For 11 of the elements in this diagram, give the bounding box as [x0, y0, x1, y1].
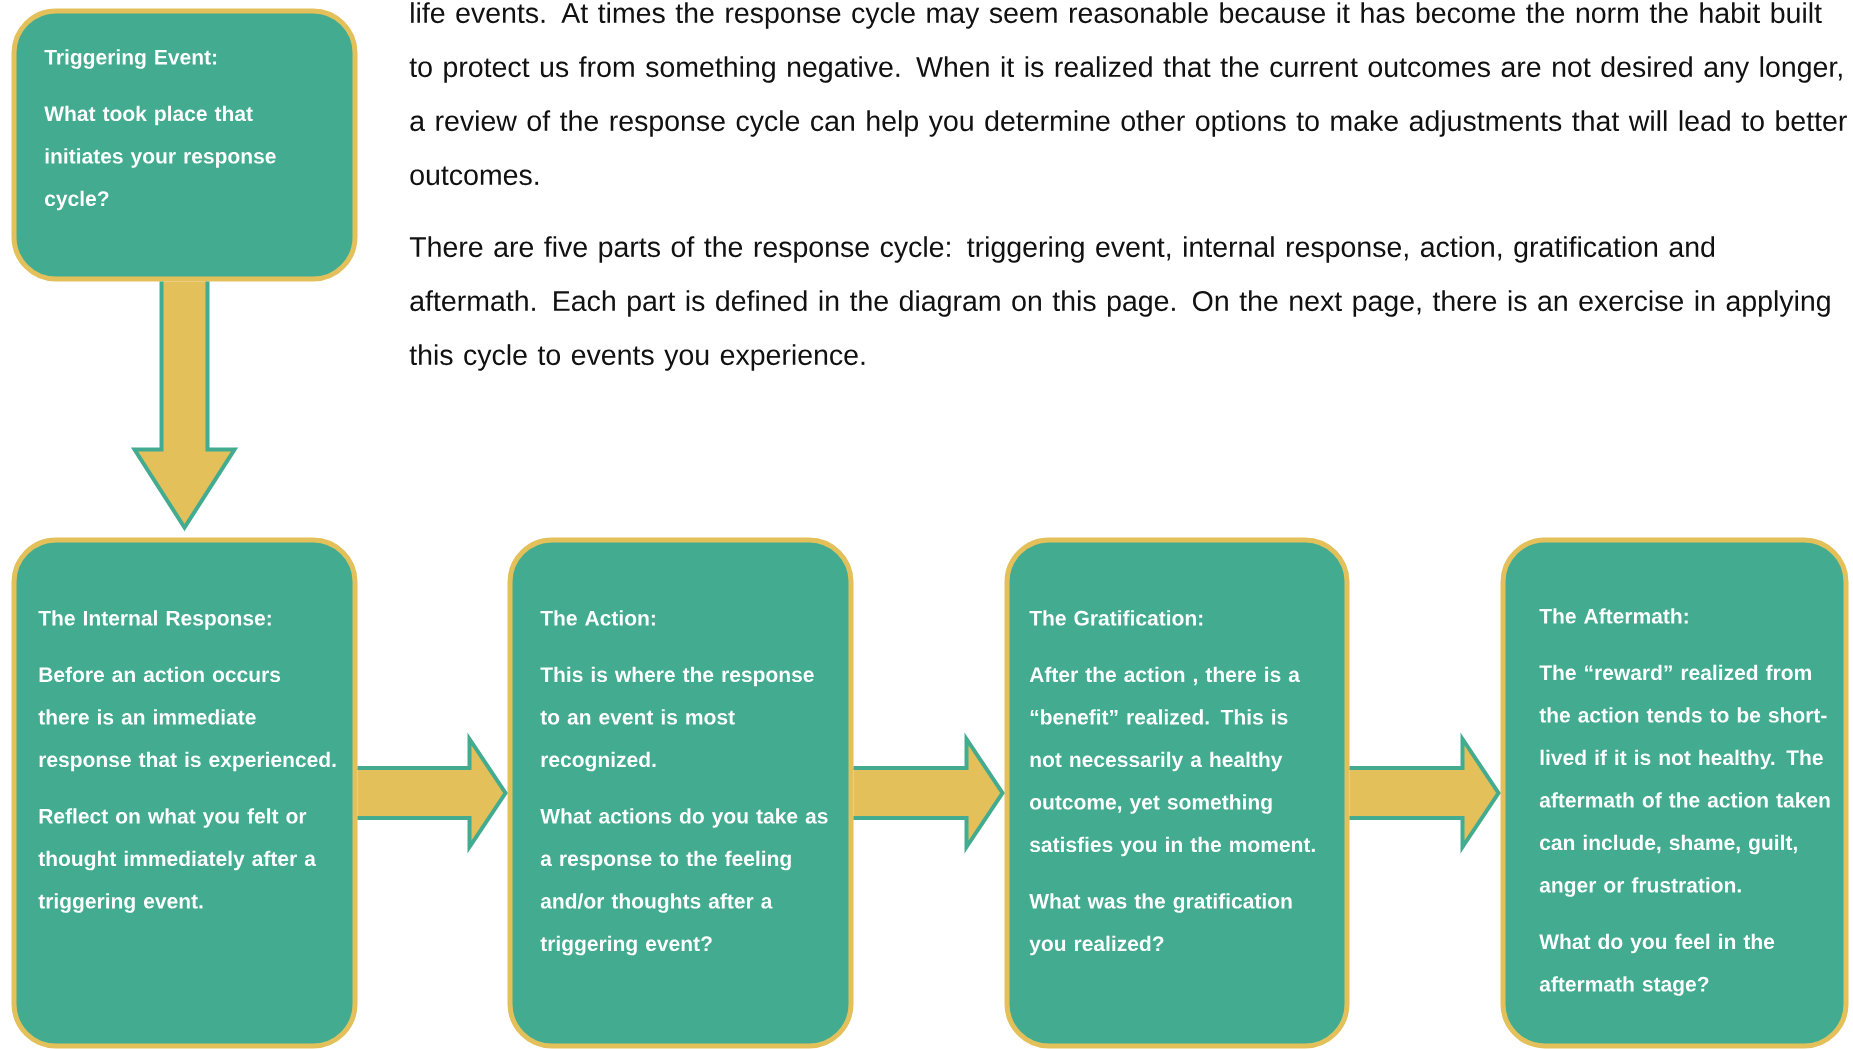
paragraph: life events. At times the response cycle may seem reasonable because it has become the norm the habit built to protect us from something negative. When it is realized that the current outcomes are not desired any longer, a review of the response cycle can help you determine other options to make adjustments that will lead to better outcomes. — [409, 2, 1847, 186]
block-arrow — [851, 732, 1005, 854]
paragraph: There are five parts of the response cycle: triggering event, internal response, action, gratification and aftermath. Each part is defined in the diagram on this page. On the next page, there is an exercise in applying this cycle to events you experience. — [409, 236, 1830, 371]
block-arrow — [130, 279, 239, 532]
block-arrow — [355, 732, 508, 854]
process-box: The Gratification: After the action , there is a “benefit” realized. This is not necessarily a healthy outcome, yet something satisfies you in the moment. What was the gratification you realized? — [1004, 537, 1350, 1049]
process-box: The Internal Response: Before an action occurs there is an immediate response that is experienced. Reflect on what you felt or thought immediately after a triggering event. — [11, 537, 358, 1049]
block-arrow — [1347, 732, 1501, 854]
process-box: The Action: This is where the response to an event is most recognized. What actions do you take as a response to the feeling and/or thoughts after a triggering event? — [507, 537, 854, 1049]
process-box: The Aftermath: The “reward” realized from the action tends to be short-lived if it is not healthy. The aftermath of the action taken can include, shame, guilt, anger or frustration. What do you feel in the aftermath stage? — [1500, 537, 1849, 1049]
process-box: Triggering Event: What took place that initiates your response cycle? — [11, 8, 358, 282]
